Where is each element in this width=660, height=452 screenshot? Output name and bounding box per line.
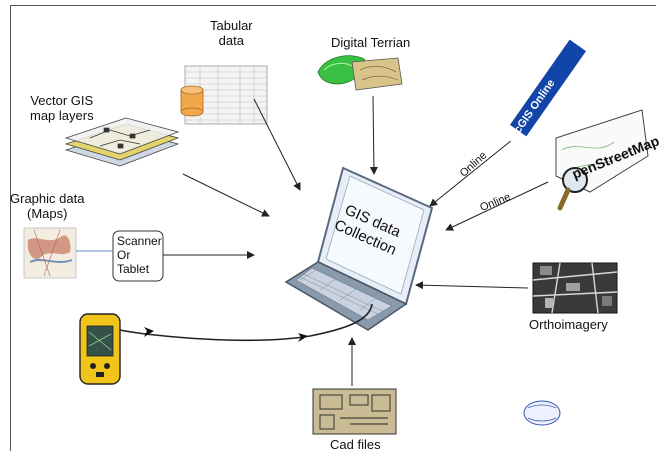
label-vector-gis: Vector GIS map layers <box>30 93 94 123</box>
gps-curve <box>119 303 373 342</box>
label-graphic-data: Graphic data (Maps) <box>10 191 85 221</box>
arrow-arcgis <box>429 139 513 207</box>
gps-device-icon <box>79 313 121 385</box>
arrow-ortho <box>415 281 529 290</box>
arrow-tabular <box>253 98 301 191</box>
laptop-icon <box>284 166 434 331</box>
gps-marker-2 <box>298 333 308 342</box>
arrow-vector <box>182 173 270 217</box>
arrow-terrain <box>369 95 378 175</box>
arrows <box>119 95 549 386</box>
arrow-osm <box>445 181 549 231</box>
openstreetmap-logo <box>555 109 649 211</box>
terrain-icon <box>317 55 403 91</box>
label-digital-terrain: Digital Terrian <box>331 35 411 50</box>
scanner-box <box>112 230 164 282</box>
label-cad-files: Cad files <box>330 437 381 452</box>
small-institution-logo <box>523 400 561 426</box>
vector-layers-icon <box>64 117 180 167</box>
label-tabular-data: Tabular data <box>210 18 253 48</box>
arcgis-online-logo <box>509 39 587 137</box>
map-thumbnail-icon <box>23 227 77 279</box>
orthoimagery-icon <box>532 262 618 314</box>
label-scanner: Scanner Or Tablet <box>117 234 162 276</box>
tabular-data-icon <box>180 65 268 125</box>
diagram-frame <box>10 5 656 451</box>
cad-drawing-icon <box>312 388 397 435</box>
gps-marker-1 <box>144 327 154 337</box>
label-orthoimagery: Orthoimagery <box>529 317 608 332</box>
